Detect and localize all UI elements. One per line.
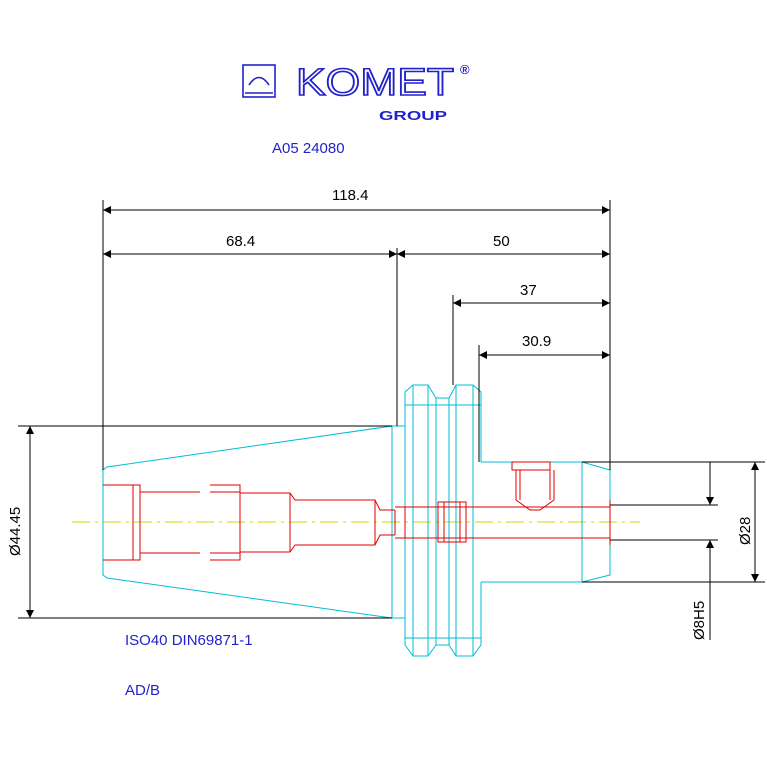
komet-emblem-icon	[242, 64, 276, 98]
holder-outline	[102, 384, 611, 657]
komet-group-text: GROUP	[379, 108, 447, 123]
part-number-label: A05 24080	[272, 140, 345, 157]
bore-features	[103, 461, 611, 561]
dim-taper-diameter: Ø44.45	[7, 507, 24, 556]
dim-outer-diameter: Ø28	[737, 517, 754, 545]
dim-overall-length: 118.4	[332, 187, 368, 204]
standard-label: ISO40 DIN69871-1	[125, 632, 253, 649]
dim-bore-diameter: Ø8H5	[691, 601, 708, 640]
dimension-lines	[18, 200, 765, 640]
komet-brand-text: KOMET	[296, 62, 454, 104]
registered-mark: ®	[460, 62, 470, 77]
dim-groove-to-end: 30.9	[522, 333, 551, 350]
dim-shank-length: 50	[493, 233, 510, 250]
komet-logo: KOMET ® GROUP	[242, 61, 470, 123]
coolant-option-label: AD/B	[125, 682, 160, 699]
dim-taper-length: 68.4	[226, 233, 255, 250]
dim-flange-to-end: 37	[520, 282, 537, 299]
